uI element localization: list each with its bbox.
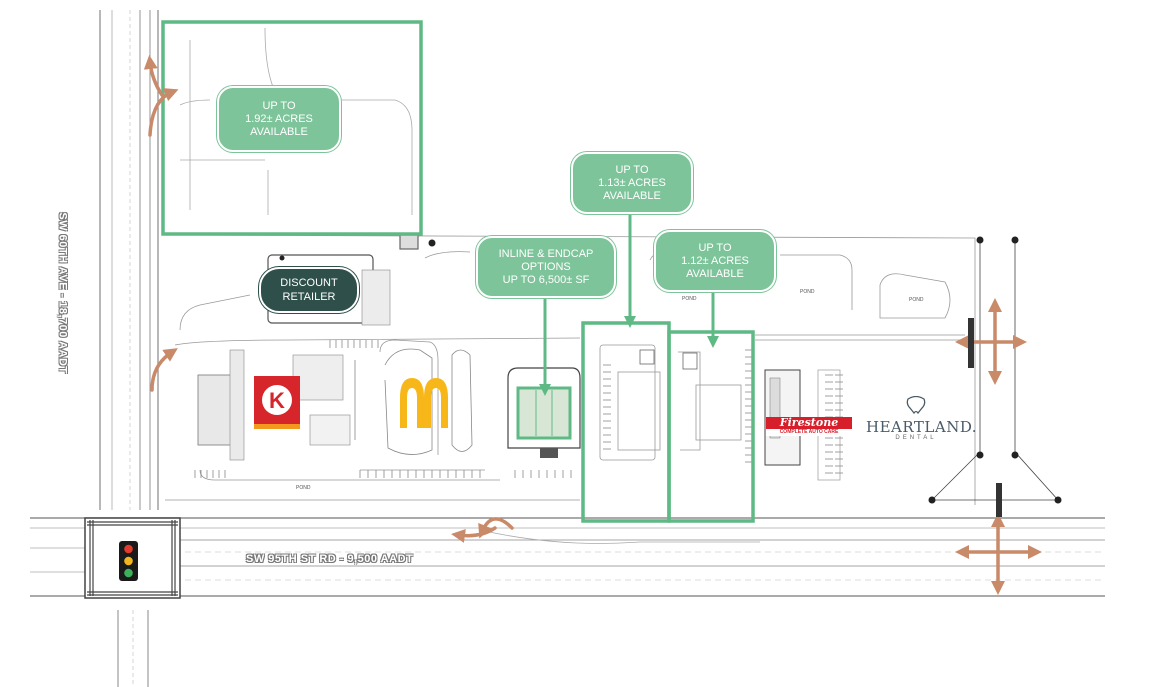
traffic-signal-icon xyxy=(119,541,138,581)
discount-line1: DISCOUNT xyxy=(280,277,338,289)
parcel-a-line2: 1.92± ACRES xyxy=(245,112,313,125)
mcdonalds-site xyxy=(354,348,473,455)
parcel-c-line2: 1.12± ACRES xyxy=(681,254,749,267)
site-drives xyxy=(164,234,976,505)
circle-k-logo: K xyxy=(254,376,300,429)
parcel-c-line1: UP TO xyxy=(698,241,732,254)
south-road-label: SW 95TH ST RD - 9,500 AADT xyxy=(246,553,414,565)
parcel-interiors xyxy=(599,344,742,461)
parcel-outlines xyxy=(161,20,755,523)
discount-retailer-building xyxy=(267,234,419,326)
firestone-name: Firestone xyxy=(766,417,852,429)
leader-arrowheads xyxy=(539,316,719,396)
heartland-name: HEARTLAND. xyxy=(866,418,978,436)
parcel-b-line2: 1.13± ACRES xyxy=(598,176,666,189)
pond-label: POND xyxy=(682,296,697,302)
firestone-sub: COMPLETE AUTO CARE xyxy=(766,429,852,436)
south-road xyxy=(30,517,1105,597)
parcel-b-line3: AVAILABLE xyxy=(603,189,661,202)
leader-lines xyxy=(543,212,715,390)
inline-callout: INLINE & ENDCAP OPTIONS UP TO 6,500± SF xyxy=(476,236,616,298)
pond-label: POND xyxy=(800,289,815,295)
parcel-b-outline xyxy=(581,321,671,523)
tooth-icon xyxy=(906,395,926,415)
parcel-c-line3: AVAILABLE xyxy=(686,267,744,280)
heartland-logo: HEARTLAND. DENTAL xyxy=(866,395,978,441)
mcdonalds-logo xyxy=(400,378,448,428)
parcel-a-line1: UP TO xyxy=(262,99,296,112)
discount-retailer-callout: DISCOUNT RETAILER xyxy=(259,267,359,313)
parcel-a-callout: UP TO 1.92± ACRES AVAILABLE xyxy=(217,86,341,152)
parcel-b-line1: UP TO xyxy=(615,163,649,176)
inline-line2: OPTIONS xyxy=(521,260,571,273)
parcel-b-callout: UP TO 1.13± ACRES AVAILABLE xyxy=(571,152,693,214)
inline-line1: INLINE & ENDCAP xyxy=(498,247,594,260)
parcel-c-outline xyxy=(667,330,755,523)
west-road-label: SW 60TH AVE - 18,700 AADT xyxy=(56,212,69,374)
pond-label: POND xyxy=(909,297,924,303)
east-access-median xyxy=(968,318,1002,517)
property-markers xyxy=(279,236,1062,504)
discount-line2: RETAILER xyxy=(282,291,336,303)
heartland-sub: DENTAL xyxy=(895,435,937,441)
parcel-a-interior xyxy=(179,27,413,215)
parcel-c-callout: UP TO 1.12± ACRES AVAILABLE xyxy=(654,230,776,292)
circle-k-letter: K xyxy=(269,388,285,413)
parcel-a-line3: AVAILABLE xyxy=(250,125,308,138)
firestone-logo: Firestone COMPLETE AUTO CARE xyxy=(766,417,852,436)
parcel-a-outline xyxy=(161,20,423,236)
pond-label: POND xyxy=(296,485,311,491)
circle-k-site xyxy=(197,349,351,461)
inline-line3: UP TO 6,500± SF xyxy=(502,273,590,286)
